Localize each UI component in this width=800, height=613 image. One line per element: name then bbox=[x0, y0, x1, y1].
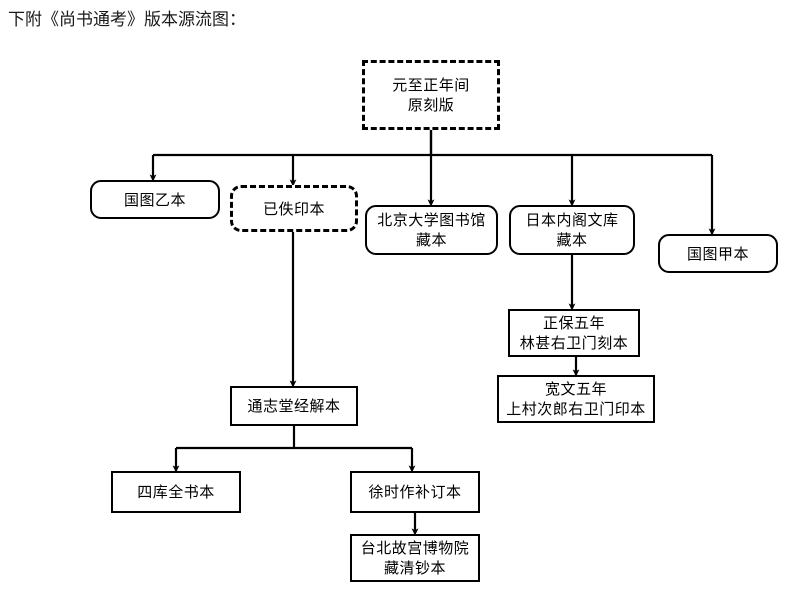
node-guotu-yiben[interactable]: 国图乙本 bbox=[90, 180, 220, 219]
node-yuan-zhizheng[interactable]: 元至正年间 原刻版 bbox=[362, 60, 500, 130]
node-guotu-jiaben[interactable]: 国图甲本 bbox=[658, 234, 778, 273]
node-taibei-gugong[interactable]: 台北故宫博物院 藏清钞本 bbox=[350, 534, 480, 582]
node-xushizuo[interactable]: 徐时作补订本 bbox=[350, 471, 480, 513]
node-zhengbao-wunian[interactable]: 正保五年 林甚右卫门刻本 bbox=[508, 309, 640, 357]
node-siku-quanshu[interactable]: 四库全书本 bbox=[111, 471, 241, 513]
node-riben-neige[interactable]: 日本内阁文库 藏本 bbox=[509, 205, 635, 255]
node-yiyi-yinben[interactable]: 已佚印本 bbox=[230, 185, 358, 232]
page-caption: 下附《尚书通考》版本源流图： bbox=[8, 10, 246, 30]
node-kuanwen-wunian[interactable]: 宽文五年 上村次郎右卫门印本 bbox=[497, 375, 655, 423]
node-tongzhitang[interactable]: 通志堂经解本 bbox=[230, 386, 358, 426]
node-beida-tushuguan[interactable]: 北京大学图书馆 藏本 bbox=[365, 205, 498, 255]
